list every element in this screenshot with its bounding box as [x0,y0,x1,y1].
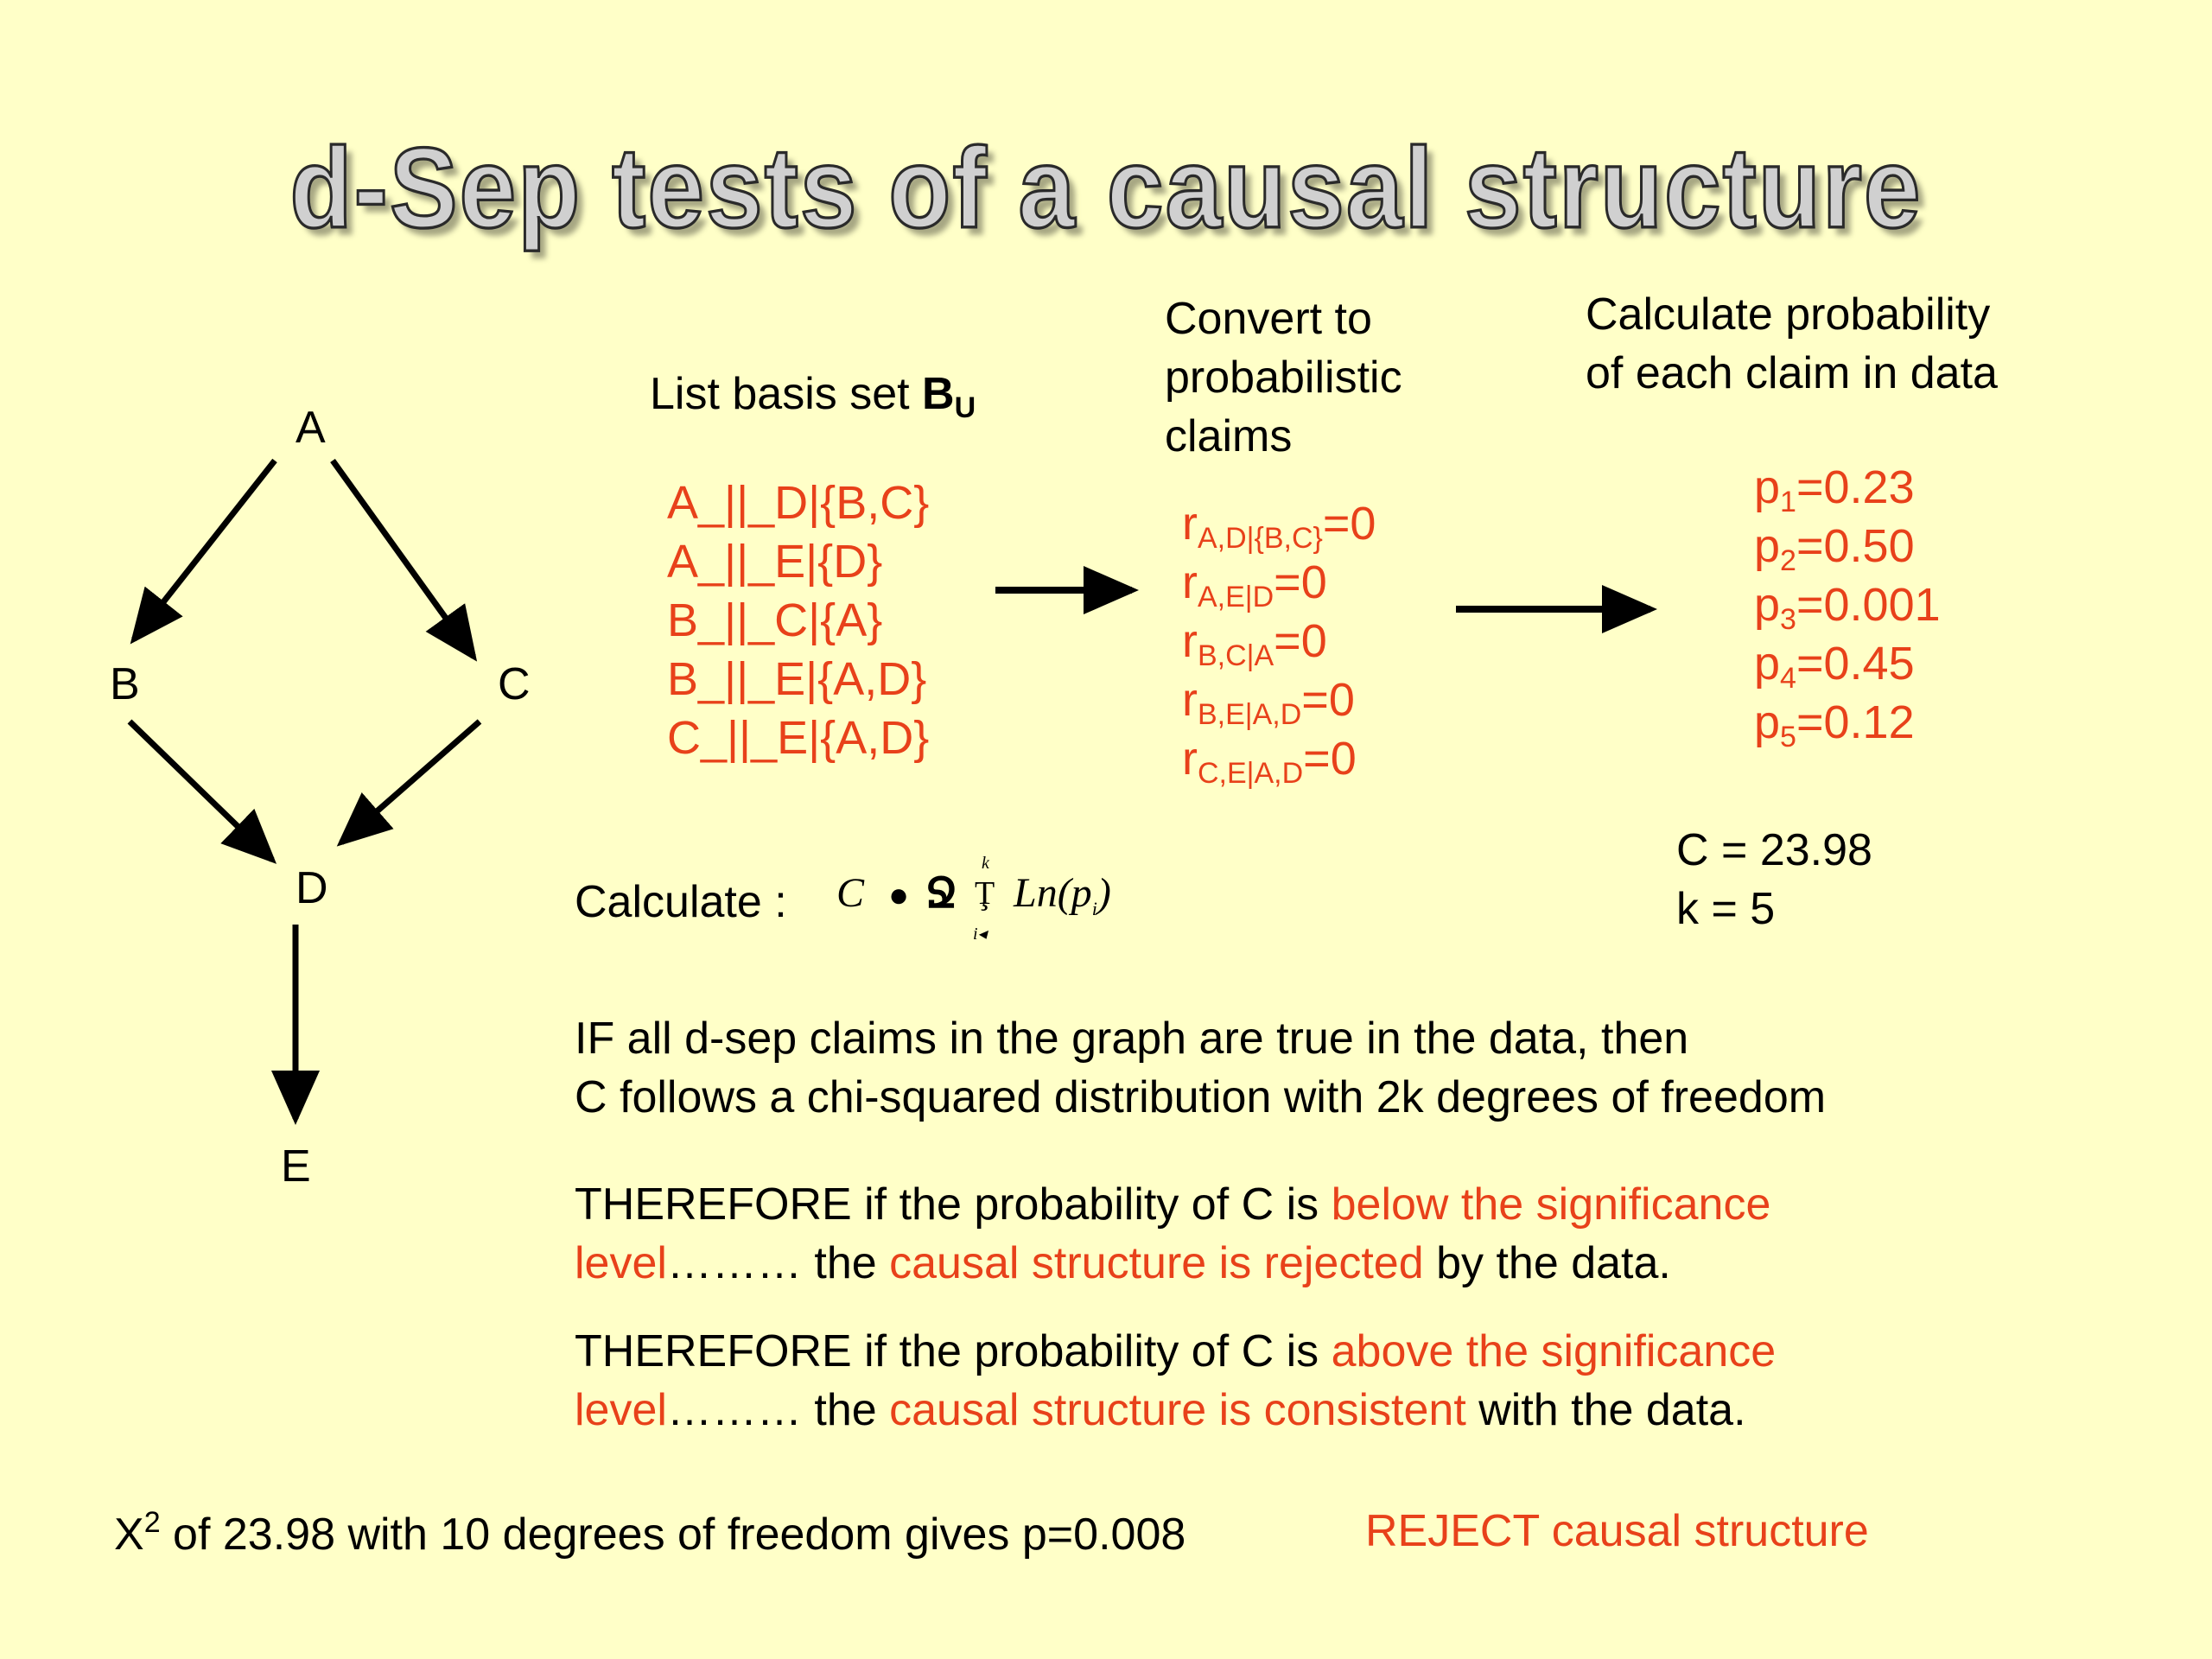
probability-value: p1=0.23 [1754,461,1915,518]
prob-claim: rC,E|A,D=0 [1182,733,1357,790]
node-c: C [498,659,531,709]
edge-a-c [330,458,478,662]
probability-value: p5=0.12 [1754,696,1915,753]
calculate-label: Calculate : [575,877,787,927]
if-line: IF all d-sep claims in the graph are tru… [575,1014,1689,1064]
prob-claim: rB,E|A,D=0 [1182,674,1355,731]
convert-heading-line: Convert to [1165,294,1372,344]
probabilistic-claims-list: rA,D|{B,C}=0 rA,E|D=0 rB,C|A=0 rB,E|A,D=… [1182,494,1376,788]
result-block: C = 23.98 k = 5 [1676,821,1872,938]
chi-square-result: X2 of 23.98 with 10 degrees of freedom g… [114,1506,1186,1560]
prob-claim: rA,E|D=0 [1182,556,1327,613]
probability-heading-line: of each claim in data [1586,348,1998,398]
formula: C ● Ջ k Ţ i◂ Ln(pi) [836,854,1147,950]
basis-claim: B_||_C|{A} [667,594,883,646]
basis-claim: A_||_D|{B,C} [667,477,930,529]
basis-heading-text: List basis set [650,369,923,419]
node-e: E [281,1141,311,1192]
if-line: C follows a chi-squared distribution wit… [575,1072,1827,1122]
probability-value: p4=0.45 [1754,638,1915,695]
node-b: B [110,659,140,709]
edge-a-b [130,458,277,645]
basis-heading-symbol: B [922,369,955,419]
node-a: A [296,403,326,453]
node-d: D [296,863,328,913]
basis-claims-list: A_||_D|{B,C} A_||_E|{D} B_||_C|{A} B_||_… [667,474,929,767]
formula-c: C [836,870,865,916]
probability-value: p3=0.001 [1754,579,1941,636]
probability-value: p2=0.50 [1754,520,1915,577]
basis-heading-sub: U [954,391,976,424]
basis-claim: B_||_E|{A,D} [667,653,927,705]
result-k: k = 5 [1676,884,1776,934]
therefore-consistent: THEREFORE if the probability of C is abo… [575,1326,1777,1435]
slide-title: d-Sep tests of a causal structure [289,123,1923,253]
formula-symbol: Ջ [925,871,957,917]
convert-heading-line: claims [1165,411,1293,461]
prob-claim: rA,D|{B,C}=0 [1182,498,1376,555]
if-statement: IF all d-sep claims in the graph are tru… [575,1009,1826,1127]
convert-heading-line: probabilistic [1165,353,1402,403]
edge-c-d [336,719,482,847]
formula-upper: k [982,854,989,873]
basis-claim: A_||_E|{D} [667,536,883,588]
convert-heading: Convert to probabilistic claims [1165,289,1402,466]
formula-body: Ln(pi) [1014,870,1111,919]
formula-lower: i◂ [973,925,987,944]
therefore-reject: THEREFORE if the probability of C is bel… [575,1179,1771,1288]
probability-heading-line: Calculate probability [1586,289,1991,340]
edge-b-d [127,719,277,864]
prob-claim: rB,C|A=0 [1182,615,1327,672]
basis-claim: C_||_E|{A,D} [667,712,930,764]
result-c: C = 23.98 [1676,825,1872,875]
basis-heading: List basis set BU [650,365,976,423]
formula-dot: ● [888,876,910,914]
verdict: REJECT causal structure [1365,1506,1869,1556]
probability-values-list: p1=0.23 p2=0.50 p3=0.001 p4=0.45 p5=0.12 [1754,458,1941,752]
formula-sum: Ţ [975,875,995,912]
probability-heading: Calculate probability of each claim in d… [1586,285,1998,403]
